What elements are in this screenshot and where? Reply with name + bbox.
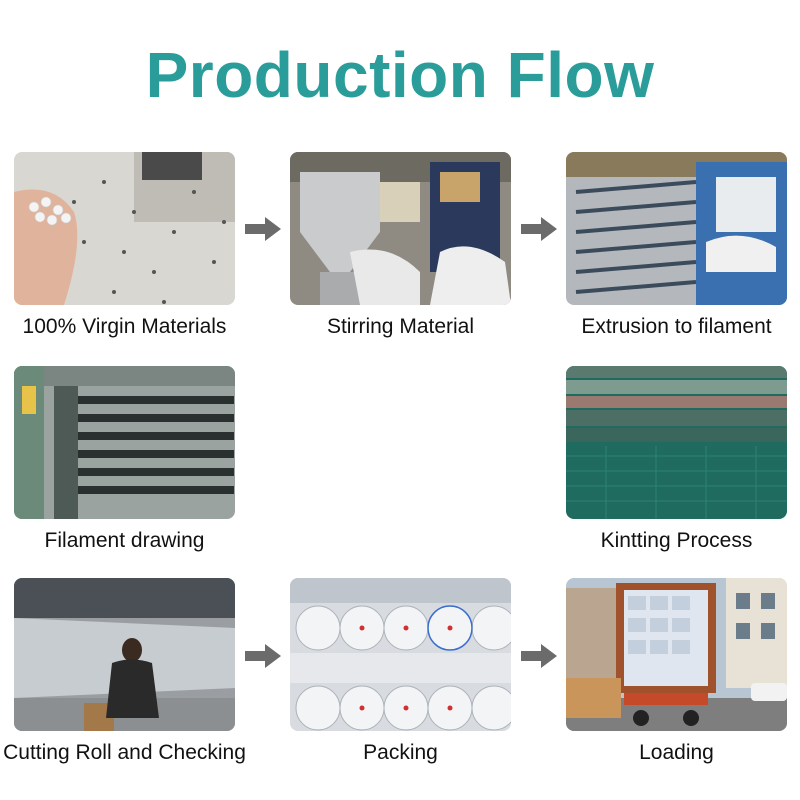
step-knitting: Kintting Process [566, 366, 787, 552]
step-stirring-material: Stirring Material [290, 152, 511, 338]
step-loading: Loading [566, 578, 787, 764]
step-label: Extrusion to filament [581, 315, 772, 338]
step-label: Filament drawing [44, 529, 205, 552]
arrow-right-icon [521, 215, 557, 243]
photo-mixing-machine [290, 152, 511, 305]
step-packing: Packing [290, 578, 511, 764]
photo-filament-drawing-frame [14, 366, 235, 519]
step-label: Stirring Material [326, 315, 475, 338]
step-cutting-checking: Cutting Roll and Checking [3, 578, 246, 764]
step-label: Kintting Process [600, 529, 753, 552]
step-extrusion: Extrusion to filament [566, 152, 787, 338]
photo-plastic-granules [14, 152, 235, 305]
step-label: Cutting Roll and Checking [3, 741, 246, 764]
photo-knitting-rollers [566, 366, 787, 519]
photo-extrusion-line [566, 152, 787, 305]
arrow-right-icon [245, 215, 281, 243]
step-virgin-materials: 100% Virgin Materials [14, 152, 235, 338]
step-label: Loading [639, 741, 714, 764]
photo-packed-rolls [290, 578, 511, 731]
page-title: Production Flow [145, 39, 655, 111]
step-label: 100% Virgin Materials [22, 315, 227, 338]
step-filament-drawing: Filament drawing [14, 366, 235, 552]
step-label: Packing [363, 741, 438, 764]
photo-container-truck-loading [566, 578, 787, 731]
arrow-right-icon [521, 642, 557, 670]
arrow-right-icon [245, 642, 281, 670]
photo-worker-cutting-net [14, 578, 235, 731]
